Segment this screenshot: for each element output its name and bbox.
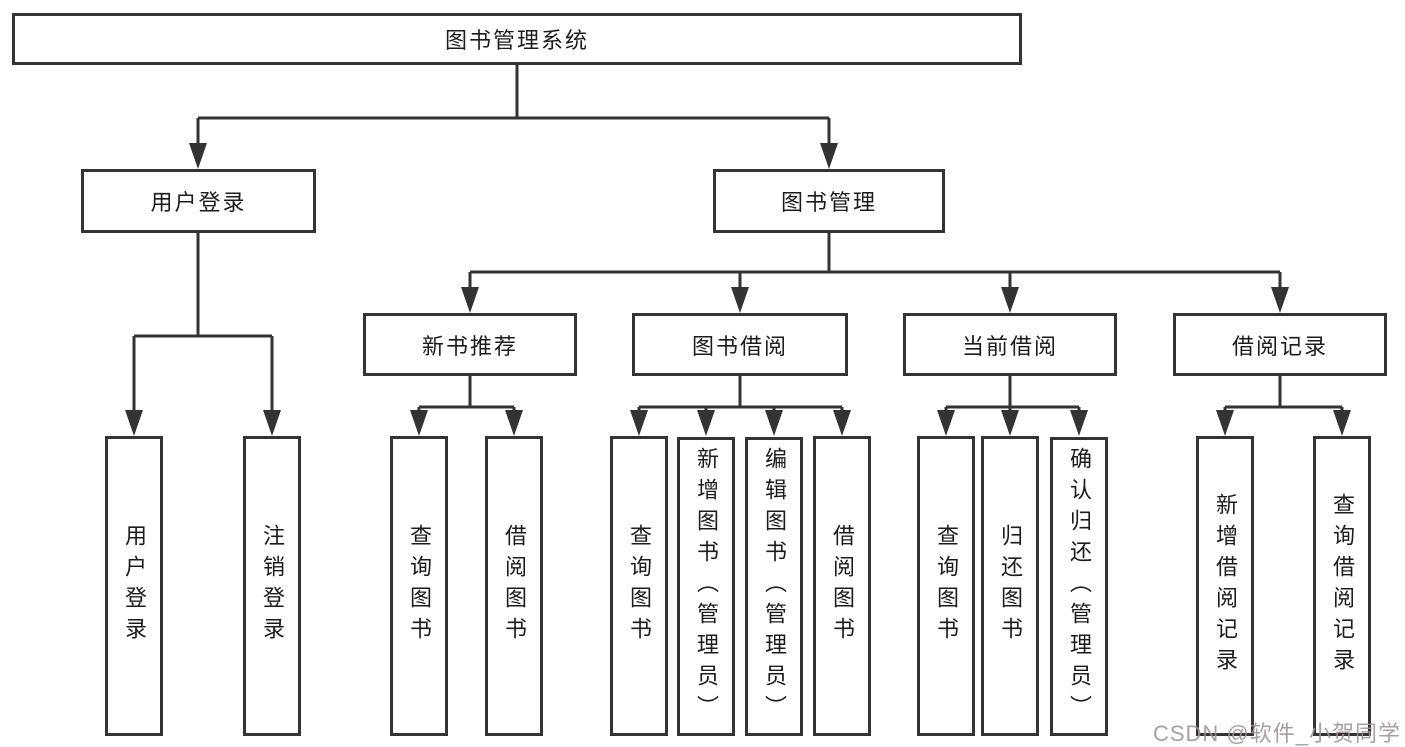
leaf-query-borrow-record: 查询借阅记录 — [1313, 436, 1371, 736]
leaf-logout: 注销登录 — [243, 436, 301, 736]
leaf-return-books: 归还图书 — [981, 436, 1039, 736]
node-book-borrow: 图书借阅 — [632, 313, 848, 376]
leaf-add-borrow-record: 新增借阅记录 — [1196, 436, 1254, 736]
leaf-query-books-borrow: 查询图书 — [610, 436, 668, 736]
csdn-watermark: CSDN @软件_小贺同学 — [1152, 721, 1401, 746]
leaf-add-books-admin: 新增图书（管理员） — [677, 437, 735, 736]
node-user-login: 用户登录 — [81, 169, 316, 233]
node-current-borrow: 当前借阅 — [903, 313, 1117, 376]
leaf-borrow-books: 借阅图书 — [813, 436, 871, 736]
leaf-borrow-books-recommend: 借阅图书 — [485, 436, 543, 736]
leaf-edit-books-admin: 编辑图书（管理员） — [745, 437, 803, 736]
node-new-book-recommend: 新书推荐 — [363, 313, 577, 376]
leaf-query-books-current: 查询图书 — [917, 436, 975, 736]
node-book-management: 图书管理 — [713, 169, 945, 233]
leaf-confirm-return-admin: 确认归还（管理员） — [1050, 437, 1108, 736]
leaf-user-login: 用户登录 — [105, 436, 163, 736]
node-library-management-system: 图书管理系统 — [12, 13, 1022, 65]
node-borrow-records: 借阅记录 — [1173, 313, 1387, 376]
leaf-query-books-recommend: 查询图书 — [390, 436, 448, 736]
